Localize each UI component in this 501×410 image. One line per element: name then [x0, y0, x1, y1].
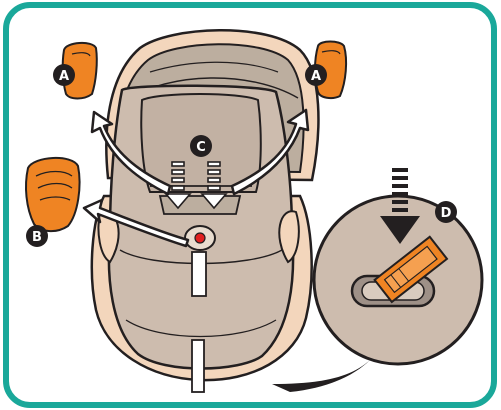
svg-text:A: A: [59, 69, 69, 84]
car-seat: [92, 30, 319, 392]
crotch-pad-b: [26, 158, 80, 231]
buckle: [185, 226, 215, 250]
svg-text:D: D: [441, 206, 452, 221]
svg-text:B: B: [32, 230, 42, 245]
crotch-strap: [192, 252, 206, 296]
lower-strap: [192, 340, 204, 392]
label-a-left: A: [53, 64, 75, 86]
svg-text:C: C: [196, 140, 206, 155]
label-d: D: [435, 201, 457, 223]
label-b: B: [26, 225, 48, 247]
label-c: C: [190, 135, 212, 157]
label-a-right: A: [305, 64, 327, 86]
svg-text:A: A: [311, 69, 321, 84]
